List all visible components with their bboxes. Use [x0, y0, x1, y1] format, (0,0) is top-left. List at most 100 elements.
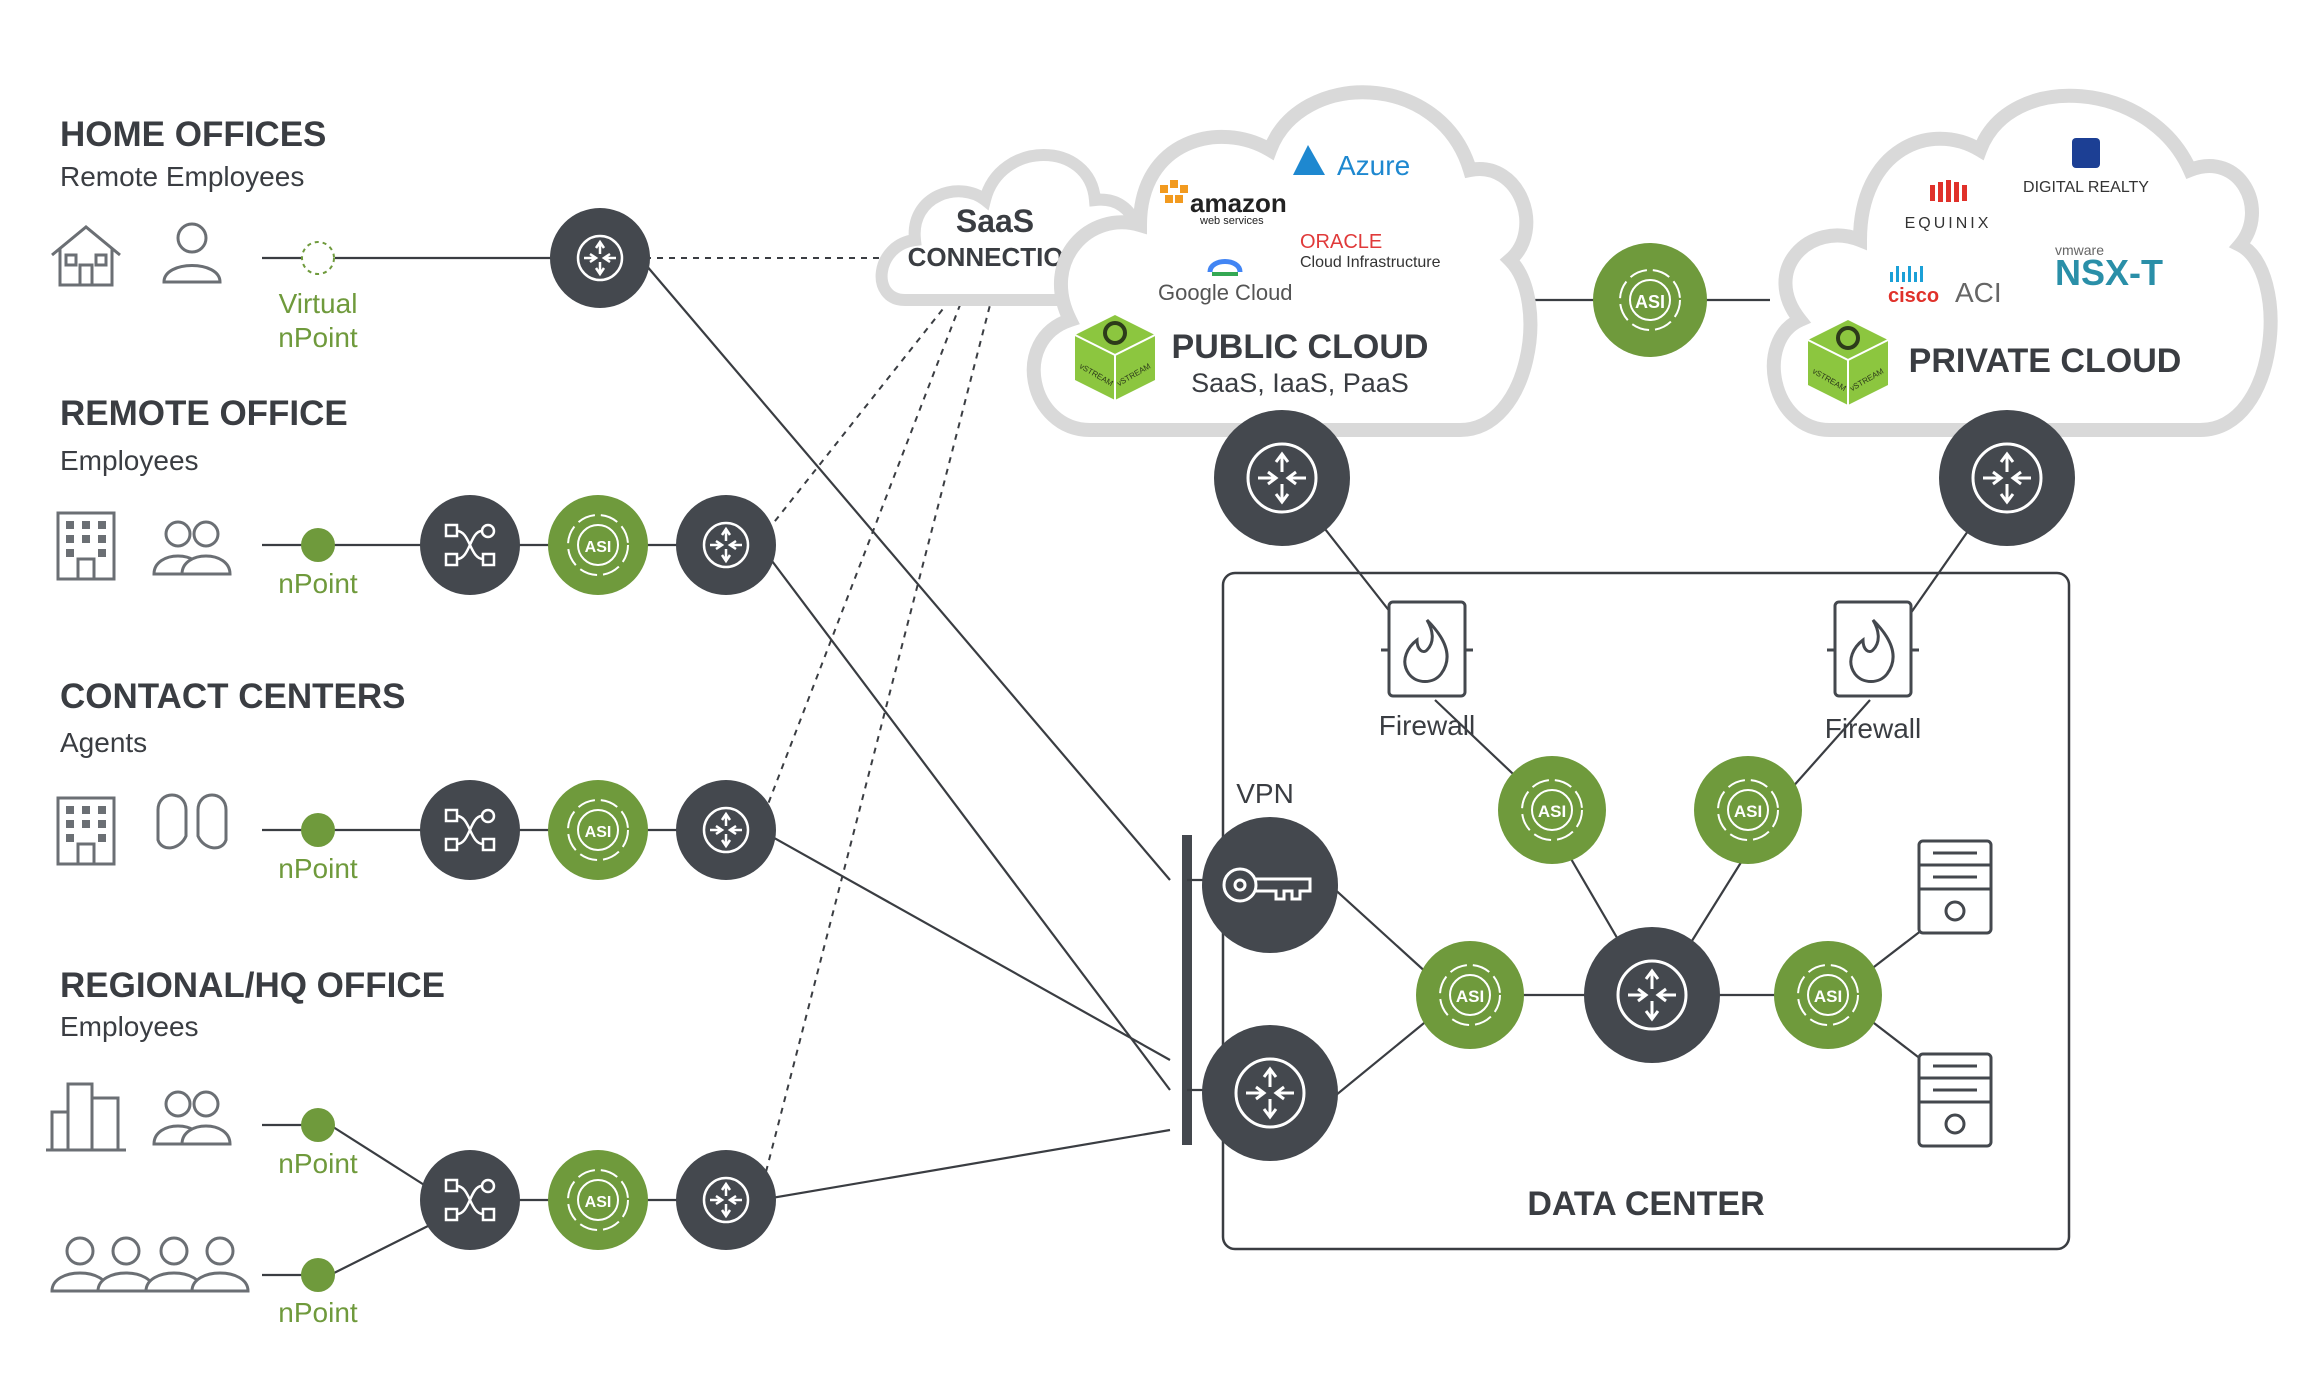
contact-centers-title: CONTACT CENTERS — [60, 677, 405, 716]
server-icon[interactable] — [1917, 1052, 1993, 1148]
google-cloud-text: Google Cloud — [1158, 280, 1293, 305]
public-cloud-subtitle: SaaS, IaaS, PaaS — [1191, 368, 1409, 398]
city-buildings-icon — [46, 1082, 126, 1152]
npoint-label: nPoint — [278, 853, 358, 884]
vstream-cube-icon: vSTREAM vSTREAM — [1807, 320, 1889, 405]
google-cloud-logo: Google Cloud — [1158, 259, 1293, 305]
site-regional-office: REGIONAL/HQ OFFICE Employees — [60, 966, 445, 1042]
asi-dc-upper-left[interactable]: ASI — [1498, 756, 1606, 864]
asi-cloud-link[interactable]: ASI — [1593, 243, 1707, 357]
vpn-gateway[interactable]: VPN — [1202, 778, 1338, 953]
firewall-right[interactable]: Firewall — [1825, 600, 1921, 744]
contact-centers-subtitle: Agents — [60, 727, 147, 758]
switch-remote[interactable] — [420, 495, 520, 595]
nsx-text: NSX-T — [2055, 252, 2163, 293]
virtual-npoint-label-2: nPoint — [278, 322, 358, 353]
person-icon — [162, 222, 222, 284]
saas-subtitle: CONNECTION — [908, 242, 1083, 272]
asi-dc-left[interactable]: ASI — [1416, 941, 1524, 1049]
asi-label: ASI — [585, 824, 612, 841]
asi-label: ASI — [1456, 987, 1484, 1006]
oracle-logo: ORACLE Cloud Infrastructure — [1300, 231, 1441, 271]
vmware-text: vmware — [2055, 242, 2104, 258]
router-contact[interactable] — [676, 780, 776, 880]
remote-office-title: REMOTE OFFICE — [60, 394, 348, 433]
router-home[interactable] — [550, 208, 650, 308]
vpn-label: VPN — [1236, 778, 1294, 809]
flame-icon — [1849, 618, 1895, 683]
asi-label: ASI — [585, 1194, 612, 1211]
private-cloud-title: PRIVATE CLOUD — [1909, 342, 2182, 380]
data-center-title: DATA CENTER — [1527, 1185, 1764, 1223]
people-group-icon — [152, 1090, 232, 1146]
connection-lines — [262, 256, 2006, 1277]
asi-label: ASI — [1734, 802, 1762, 821]
cisco-text: cisco — [1888, 285, 1939, 307]
npoint-label: nPoint — [278, 1148, 358, 1179]
home-offices-title: HOME OFFICES — [60, 115, 326, 154]
digital-realty-text: DIGITAL REALTY — [2023, 179, 2149, 196]
site-contact-centers: CONTACT CENTERS Agents — [60, 677, 405, 758]
firewall-label: Firewall — [1825, 713, 1921, 744]
router-private-cloud[interactable] — [1939, 410, 2075, 546]
saas-title: SaaS — [956, 203, 1034, 239]
asi-contact[interactable]: ASI — [548, 780, 648, 880]
oracle-sub: Cloud Infrastructure — [1300, 254, 1441, 271]
asi-dc-upper-right[interactable]: ASI — [1694, 756, 1802, 864]
router-dc-entry[interactable] — [1202, 1025, 1338, 1161]
cisco-aci-logo: cisco ACI — [1888, 266, 2002, 308]
azure-logo: Azure — [1293, 145, 1410, 181]
router-public-cloud[interactable] — [1214, 410, 1350, 546]
private-cloud: PRIVATE CLOUD vSTREAM vSTREAM DIGITAL RE… — [1766, 88, 2278, 437]
aci-text: ACI — [1955, 277, 2002, 308]
key-icon — [1222, 867, 1312, 903]
npoint-contact[interactable]: nPoint — [278, 813, 358, 884]
regional-office-subtitle: Employees — [60, 1011, 199, 1042]
router-remote[interactable] — [676, 495, 776, 595]
asi-label: ASI — [1538, 802, 1566, 821]
vmware-nsx-logo: vmware NSX-T — [2055, 242, 2163, 293]
firewall-label: Firewall — [1379, 710, 1475, 741]
asi-label: ASI — [1635, 292, 1665, 312]
asi-regional[interactable]: ASI — [548, 1150, 648, 1250]
equinix-logo: EQUINIX — [1905, 180, 1992, 232]
switch-contact[interactable] — [420, 780, 520, 880]
amazon-text: amazon — [1190, 188, 1287, 218]
home-offices-subtitle: Remote Employees — [60, 161, 304, 192]
vstream-cube-icon: vSTREAM vSTREAM — [1074, 315, 1156, 400]
crowd-icon — [50, 1236, 250, 1293]
amazon-sub: web services — [1199, 215, 1264, 227]
azure-text: Azure — [1337, 150, 1410, 181]
asi-label: ASI — [1814, 987, 1842, 1006]
npoint-label: nPoint — [278, 568, 358, 599]
remote-office-subtitle: Employees — [60, 445, 199, 476]
switch-regional[interactable] — [420, 1150, 520, 1250]
regional-office-title: REGIONAL/HQ OFFICE — [60, 966, 445, 1005]
equinix-text: EQUINIX — [1905, 215, 1992, 232]
npoint-label: nPoint — [278, 1297, 358, 1328]
firewall-left[interactable]: Firewall — [1379, 600, 1475, 741]
building-icon — [56, 511, 116, 581]
digital-realty-logo: DIGITAL REALTY — [2023, 138, 2149, 196]
public-cloud: PUBLIC CLOUD SaaS, IaaS, PaaS vSTREAM vS… — [1026, 85, 1538, 437]
router-dc-core[interactable] — [1584, 927, 1720, 1063]
asi-dc-right[interactable]: ASI — [1774, 941, 1882, 1049]
npoint-remote[interactable]: nPoint — [278, 528, 358, 599]
virtual-npoint-label-1: Virtual — [279, 288, 358, 319]
people-group-icon — [152, 520, 232, 576]
asi-remote[interactable]: ASI — [548, 495, 648, 595]
server-icon[interactable] — [1917, 839, 1993, 935]
public-cloud-title: PUBLIC CLOUD — [1172, 328, 1429, 366]
house-icon — [51, 225, 121, 287]
site-home-offices: HOME OFFICES Remote Employees — [60, 115, 326, 192]
entry-bus-bar — [1182, 835, 1192, 1145]
building-icon — [56, 796, 116, 866]
oracle-text: ORACLE — [1300, 231, 1382, 253]
router-regional[interactable] — [676, 1150, 776, 1250]
site-remote-office: REMOTE OFFICE Employees — [60, 394, 348, 476]
virtual-npoint[interactable]: Virtual nPoint — [278, 241, 358, 353]
asi-label: ASI — [585, 539, 612, 556]
npoint-regional-a[interactable]: nPoint — [278, 1108, 358, 1179]
npoint-regional-b[interactable]: nPoint — [278, 1258, 358, 1328]
